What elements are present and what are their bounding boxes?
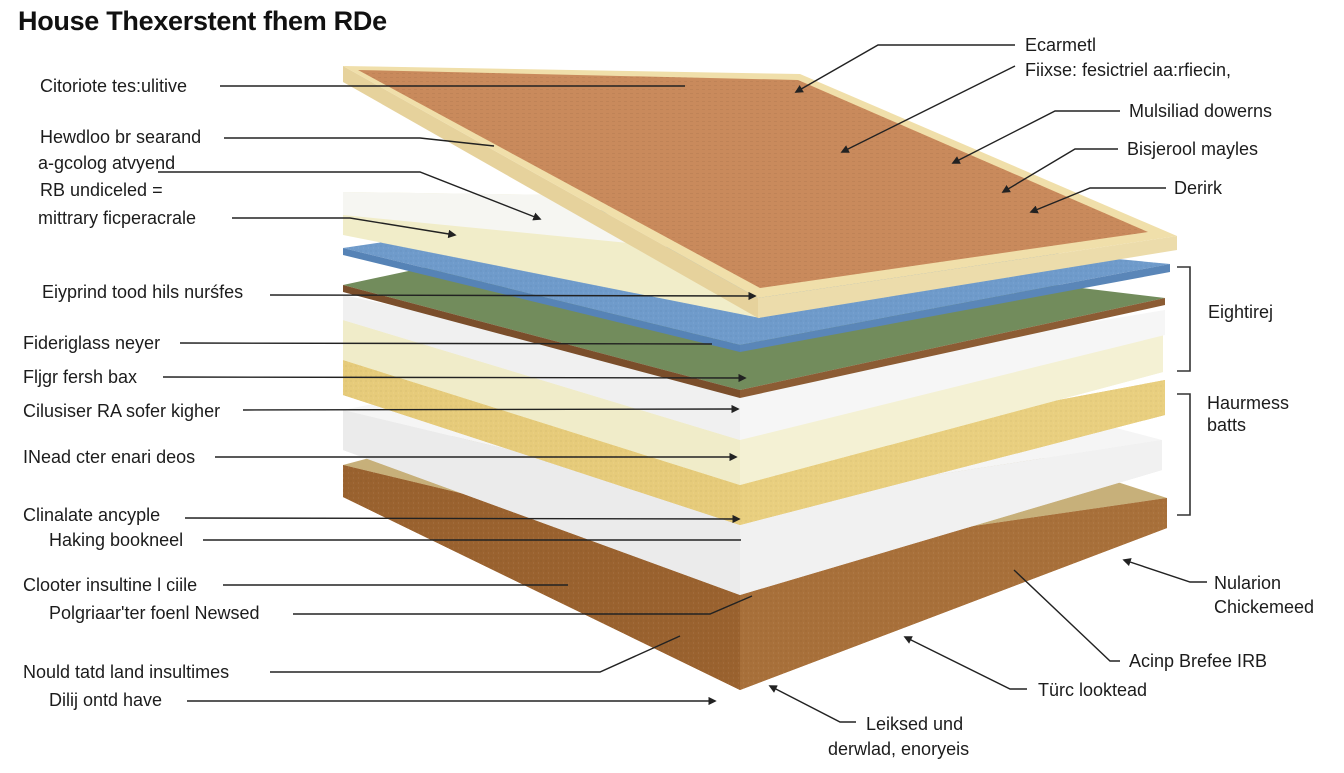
label-right-0: Ecarmetl <box>1025 35 1097 55</box>
label-right-13: derwlad, enoryeis <box>828 739 970 759</box>
label-left-11: Haking bookneel <box>49 530 184 550</box>
leader-lines-right <box>768 44 1207 723</box>
label-right-12: Leiksed und <box>866 714 964 734</box>
label-left-8: Cilusiser RA sofer kigher <box>23 401 221 421</box>
label-left-12: Clooter insultine l ciile <box>23 575 198 595</box>
diagram-title: House Thexerstent fhem RDe <box>18 6 387 36</box>
label-right-10: Acinp Brefee IRB <box>1129 651 1268 671</box>
layer-cream-foam <box>343 320 1163 485</box>
layer-roof-panel <box>343 66 1177 318</box>
label-left-7: Fljgr fersh bax <box>23 367 138 387</box>
label-left-13: Polgriaar'ter foenl Newsed <box>49 603 260 623</box>
label-left-3: RB undiceled = <box>40 180 163 200</box>
label-left-4: mittrary ficperacrale <box>38 208 197 228</box>
label-left-15: Dilij ontd have <box>49 690 163 710</box>
label-right-7: batts <box>1207 415 1247 435</box>
label-left-14: Nould tatd land insultimes <box>23 662 230 682</box>
label-right-3: Bisjerool mayles <box>1127 139 1259 159</box>
layer-cream-top-sheet <box>343 192 760 318</box>
label-right-4: Derirk <box>1174 178 1222 198</box>
layer-white-board-upper <box>343 295 1165 440</box>
label-right-1: Fiixse: fesictriel aa:rfiecin, <box>1025 60 1232 80</box>
brackets <box>1177 266 1191 516</box>
leader-lines-left <box>158 85 757 706</box>
label-left-10: Clinalate ancyple <box>23 505 161 525</box>
label-left-6: Fideriglass neyer <box>23 333 161 353</box>
label-left-1: Hewdloo br searand <box>40 127 202 147</box>
label-right-2: Mulsiliad dowerns <box>1129 101 1273 121</box>
label-left-9: INead cter enari deos <box>23 447 196 467</box>
label-left-5: Eiyprind tood hils nurśfes <box>42 282 244 302</box>
label-left-0: Citoriote tes:ulitive <box>40 76 188 96</box>
label-right-9: Chickemeed <box>1214 597 1315 617</box>
label-right-11: Türc looktead <box>1038 680 1148 700</box>
label-right-6: Haurmess <box>1207 393 1290 413</box>
label-right-5: Eightirej <box>1208 302 1274 322</box>
label-right-8: Nularion <box>1214 573 1282 593</box>
layer-yellow-foam <box>343 355 1165 525</box>
label-left-2: a-gcolog atvyend <box>38 153 176 173</box>
